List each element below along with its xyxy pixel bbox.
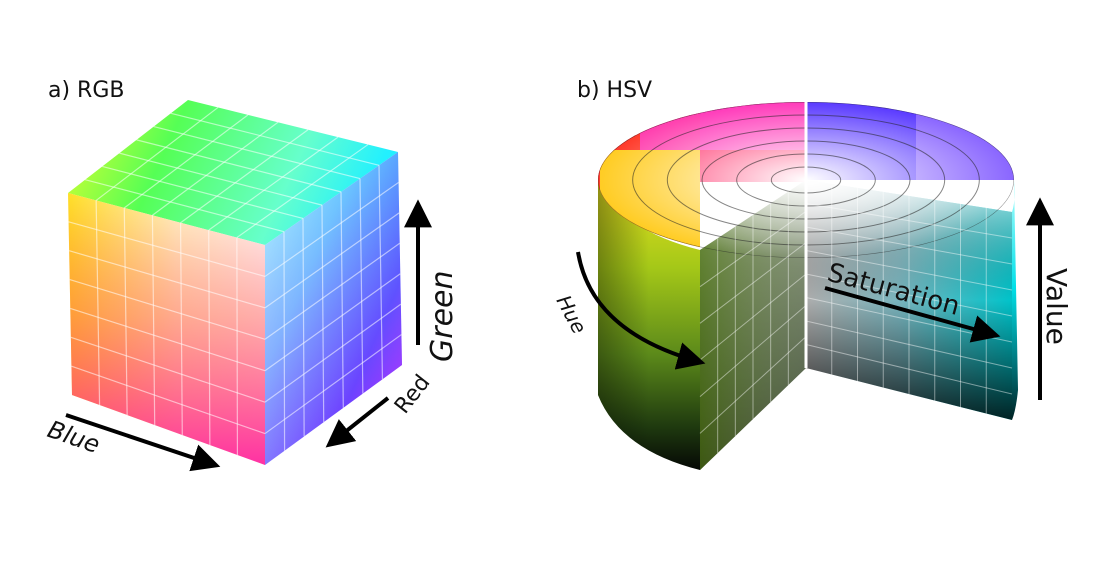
saturation-axis-arrow: [824, 286, 1001, 343]
panel-b-title: b) HSV: [577, 78, 653, 103]
blue-axis-arrow: [65, 413, 221, 472]
value-axis-label: Value: [1040, 268, 1073, 345]
panel-a-title: a) RGB: [48, 78, 125, 103]
cube-top-face: [68, 100, 398, 245]
hue-axis-label: Hue: [552, 291, 592, 338]
green-axis-label: Green: [425, 270, 460, 362]
cylinder-right-side: [1012, 180, 1018, 420]
rgb-cube: [68, 100, 402, 465]
blue-axis-label: Blue: [44, 415, 103, 459]
hsv-cylinder: [598, 100, 1018, 470]
red-axis-label: Red: [390, 370, 435, 418]
red-axis-arrow: [325, 396, 390, 448]
hue-axis-arrow: [576, 251, 706, 370]
